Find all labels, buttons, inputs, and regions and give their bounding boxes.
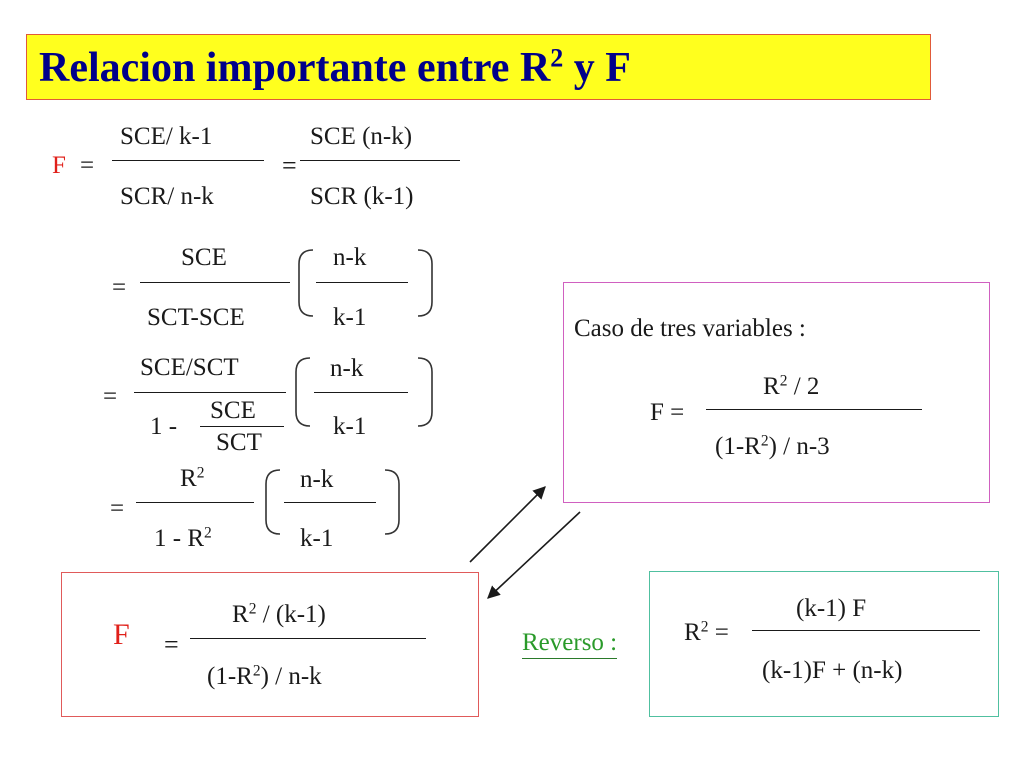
fraction-denominator: SCT-SCE xyxy=(147,304,245,331)
arrow-down-icon xyxy=(487,511,581,599)
paren-denominator: k-1 xyxy=(300,525,334,552)
fraction-denominator: (k-1)F + (n-k) xyxy=(762,657,903,684)
title-banner: Relacion importante entre R2 y F xyxy=(26,34,931,100)
page-title: Relacion importante entre R2 y F xyxy=(39,43,631,91)
fraction-numerator: (k-1) F xyxy=(796,595,867,622)
paren-brackets xyxy=(265,249,433,535)
arrow-up-icon xyxy=(469,486,546,563)
fraction-numerator: SCE xyxy=(181,244,227,271)
fraction-bar xyxy=(706,409,922,410)
equals-sign: = xyxy=(80,152,95,179)
nested-numerator: SCE xyxy=(210,397,256,424)
paren-denominator: k-1 xyxy=(333,413,367,440)
fraction-denominator: (1-R2) / n-k xyxy=(207,662,322,690)
f-label: F = xyxy=(650,399,685,426)
nested-denominator: SCT xyxy=(216,429,262,456)
fraction-bar xyxy=(140,282,290,283)
fraction-numerator: R2 / (k-1) xyxy=(232,600,326,628)
fraction-bar xyxy=(190,638,426,639)
fraction-bar xyxy=(314,392,408,393)
fraction-bar xyxy=(136,502,254,503)
f-label: F xyxy=(52,152,66,179)
fraction-denominator: (1-R2) / n-3 xyxy=(715,432,830,460)
fraction-bar xyxy=(752,630,980,631)
fraction-bar xyxy=(134,392,286,393)
denominator-prefix: 1 - xyxy=(150,413,178,440)
fraction-denominator: SCR (k-1) xyxy=(310,183,414,210)
reverse-label: Reverso : xyxy=(522,629,618,659)
f-label: F xyxy=(113,618,130,651)
equals-sign: = xyxy=(103,383,118,410)
paren-numerator: n-k xyxy=(330,355,364,382)
fraction-numerator: SCE (n-k) xyxy=(310,123,413,150)
nested-fraction-bar xyxy=(200,426,284,427)
three-variables-box xyxy=(563,282,990,503)
reverse-box xyxy=(649,571,999,717)
equals-sign: = xyxy=(164,630,179,659)
fraction-bar xyxy=(112,160,264,161)
paren-numerator: n-k xyxy=(333,244,367,271)
fraction-bar xyxy=(300,160,460,161)
fraction-denominator: 1 - R2 xyxy=(154,524,212,552)
paren-denominator: k-1 xyxy=(333,304,367,331)
r-squared-label: R2 = xyxy=(684,618,729,646)
result-box xyxy=(61,572,479,717)
fraction-numerator: R2 / 2 xyxy=(763,372,820,400)
equals-sign: = xyxy=(110,495,125,522)
equals-sign: = xyxy=(112,274,127,301)
fraction-numerator: SCE/ k-1 xyxy=(120,123,213,150)
fraction-numerator: R2 xyxy=(180,464,205,492)
equals-sign: = xyxy=(282,151,297,180)
fraction-bar xyxy=(316,282,408,283)
three-variables-heading: Caso de tres variables : xyxy=(574,315,806,342)
fraction-denominator: SCR/ n-k xyxy=(120,183,214,210)
paren-numerator: n-k xyxy=(300,466,334,493)
fraction-numerator: SCE/SCT xyxy=(140,354,239,381)
fraction-bar xyxy=(284,502,376,503)
